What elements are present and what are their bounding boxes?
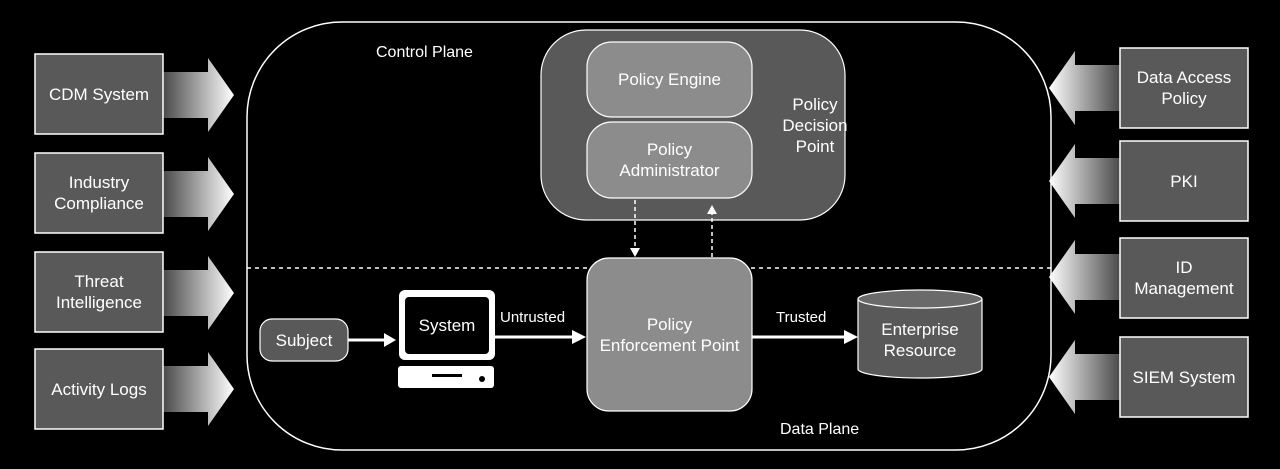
policy-administrator-box: [586, 121, 753, 199]
control-plane-label: Control Plane: [376, 44, 473, 61]
siem-system-label: SIEM System: [1132, 367, 1236, 387]
policy-engine-label: Policy Engine: [617, 70, 721, 89]
trusted-label: Trusted: [776, 309, 827, 326]
right-input-pki: [1049, 140, 1249, 222]
right-input-siem: [1049, 336, 1249, 418]
pep-to-pa-arrowhead: [707, 205, 717, 214]
pa-to-pep-arrowhead: [630, 248, 640, 257]
right-input-data-access: [1049, 47, 1249, 129]
policy-decision-point-label: Policy Decision Point: [782, 94, 848, 156]
policy-engine-box: [586, 41, 753, 118]
industry-compliance-label: Industry Compliance: [54, 173, 144, 213]
data-access-policy-label: Data Access Policy: [1136, 68, 1232, 108]
trusted-arrowhead: [844, 330, 858, 344]
activity-logs-label: Activity Logs: [51, 379, 147, 399]
cdm-system-label: CDM System: [48, 84, 150, 104]
policy-administrator-label: Policy Administrator: [619, 140, 720, 180]
threat-intelligence-label: Threat Intelligence: [55, 272, 142, 312]
policy-enforcement-point-label: Policy Enforcement Point: [599, 315, 740, 355]
subject-label: Subject: [275, 330, 333, 350]
left-input-compliance: [34, 152, 234, 234]
untrusted-label: Untrusted: [500, 309, 566, 326]
enterprise-resource-label: Enterprise Resource: [881, 320, 959, 360]
untrusted-arrowhead: [572, 330, 586, 344]
left-input-threat: [34, 251, 234, 333]
id-management-label: ID Management: [1134, 258, 1234, 298]
left-input-activity: [34, 348, 234, 430]
pki-label: PKI: [1170, 171, 1198, 191]
computer-icon: [398, 290, 495, 388]
system-label: System: [418, 316, 476, 335]
left-input-cdm: [34, 53, 234, 135]
policy-enforcement-point-box: [586, 257, 753, 412]
subject-to-system-arrowhead: [384, 333, 396, 347]
data-plane-label: Data Plane: [780, 421, 860, 438]
main-container: [246, 21, 1052, 451]
right-input-id-management: [1049, 237, 1249, 319]
enterprise-resource-cylinder: [857, 289, 983, 379]
